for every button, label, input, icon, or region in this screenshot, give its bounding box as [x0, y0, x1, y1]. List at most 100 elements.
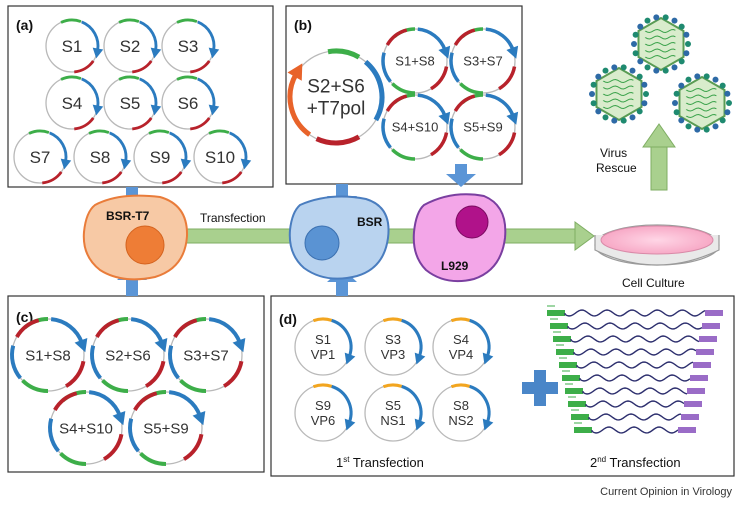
- plasmid-segment: [59, 451, 87, 466]
- plasmid-segment: [208, 317, 242, 344]
- plasmid-segment: [485, 93, 515, 117]
- plasmid-c-s1-s8: S1+S8: [10, 317, 88, 393]
- plasmid-segment: [109, 131, 128, 162]
- plasmid-a-s1: S1: [45, 18, 104, 74]
- plasmid-segment: [50, 317, 84, 344]
- plasmid-c-s4-s10: S4+S10: [48, 390, 126, 466]
- plasmid-segment: [385, 28, 408, 46]
- panel-d-label: (d): [279, 311, 297, 327]
- plasmid-segment: [144, 360, 166, 388]
- plasmid-label: S5+S9: [463, 120, 502, 135]
- plasmid-b-s5-s9: S5+S9: [449, 93, 519, 161]
- plasmid-label: VP1: [311, 347, 336, 362]
- plasmid-label: S8: [453, 398, 469, 413]
- plasmid-segment: [53, 391, 78, 412]
- cell-culture-dish: [594, 224, 720, 266]
- plasmid-label: S5: [385, 398, 401, 413]
- bsr-nucleus: [304, 225, 340, 261]
- plasmid-segment: [430, 132, 449, 157]
- plasmid-a-s8: S8: [73, 129, 132, 185]
- bsr-label: BSR: [357, 215, 383, 229]
- plasmid-segment: [139, 77, 158, 108]
- plasmid-label: S1: [315, 332, 331, 347]
- plasmid-segment: [48, 418, 61, 453]
- rna-transcript: [565, 383, 705, 395]
- cell-bsr: BSR: [288, 195, 390, 280]
- plasmid-segment: [450, 317, 471, 323]
- plasmid-segment: [74, 117, 95, 131]
- plasmid-segment: [90, 345, 103, 380]
- plasmid-a-s3: S3: [161, 18, 220, 74]
- plasmid-segment: [179, 378, 207, 393]
- plasmid-b-s2-s6-t7pol: S2+S6+T7pol: [287, 48, 385, 146]
- plasmid-c-s2-s6: S2+S6: [90, 317, 168, 393]
- plasmid-segment: [391, 82, 416, 95]
- plasmid-label: S2+S6: [307, 77, 365, 98]
- plasmid-segment: [459, 82, 484, 95]
- panel-a-box: [7, 5, 274, 188]
- plasmid-segment: [169, 131, 188, 162]
- plasmid-a-s2: S2: [103, 18, 162, 74]
- plasmid-label: NS2: [448, 413, 473, 428]
- plasmid-label: S2+S6: [105, 347, 150, 364]
- l929-nucleus: [455, 205, 489, 239]
- plasmid-segment: [10, 345, 23, 380]
- plasmid-segment: [453, 28, 476, 46]
- plasmid-label: S2: [120, 37, 141, 56]
- virus-rescue-label-2: Rescue: [596, 161, 637, 175]
- panel-c-label: (c): [16, 309, 33, 325]
- plasmid-label: S9: [150, 148, 171, 167]
- plasmid-label: S5: [120, 94, 141, 113]
- plasmid-segment: [197, 77, 216, 108]
- rna-transcript: [550, 318, 720, 330]
- plasmid-segment: [182, 433, 204, 461]
- plasmid-b-s4-s10: S4+S10: [381, 93, 451, 161]
- rna-transcript: [571, 409, 699, 421]
- plasmid-label: S4+S10: [59, 420, 113, 437]
- plasmid-label: S10: [205, 148, 235, 167]
- plasmid-label: S1+S8: [25, 347, 70, 364]
- plasmid-segment: [190, 117, 211, 131]
- plasmid-b-s3-s7: S3+S7: [449, 27, 519, 95]
- first-transfection-label: 1st Transfection: [336, 455, 424, 470]
- plasmid-c-s5-s9: S5+S9: [128, 390, 206, 466]
- rna-transcript: [559, 357, 711, 369]
- plasmid-segment: [331, 318, 353, 358]
- plasmid-segment: [417, 93, 447, 117]
- plasmid-segment: [101, 378, 129, 393]
- rna-transcript: [553, 331, 717, 343]
- plasmid-label: S3+S7: [463, 54, 502, 69]
- plasmid-segment: [28, 129, 50, 135]
- plasmid-a-s7: S7: [13, 129, 72, 185]
- panel-b-label: (b): [294, 17, 312, 33]
- plasmid-label: +T7pol: [307, 99, 366, 120]
- transfection-arrow-head: [574, 221, 595, 251]
- plasmid-a-s9: S9: [133, 129, 192, 185]
- plasmid-segment: [449, 52, 460, 83]
- plasmid-segment: [382, 383, 403, 389]
- plasmid-segment: [450, 383, 471, 389]
- plasmid-segment: [327, 48, 361, 60]
- plasmid-segment: [385, 94, 408, 112]
- plasmid-segment: [498, 132, 517, 157]
- l929-label: L929: [441, 259, 469, 273]
- plasmid-b-s1-s8: S1+S8: [381, 27, 451, 95]
- panel-d-box: [270, 295, 735, 477]
- dish-medium: [600, 225, 714, 255]
- transfection-label: Transfection: [200, 211, 266, 225]
- plasmid-label: S4+S10: [392, 120, 439, 135]
- plasmid-segment: [168, 345, 181, 380]
- plasmid-label: VP3: [381, 347, 406, 362]
- arrow-layer: [117, 123, 676, 296]
- plasmid-segment: [139, 20, 158, 51]
- plasmid-segment: [81, 20, 100, 51]
- plasmid-segment: [381, 118, 392, 149]
- rna-transcript: [568, 396, 702, 408]
